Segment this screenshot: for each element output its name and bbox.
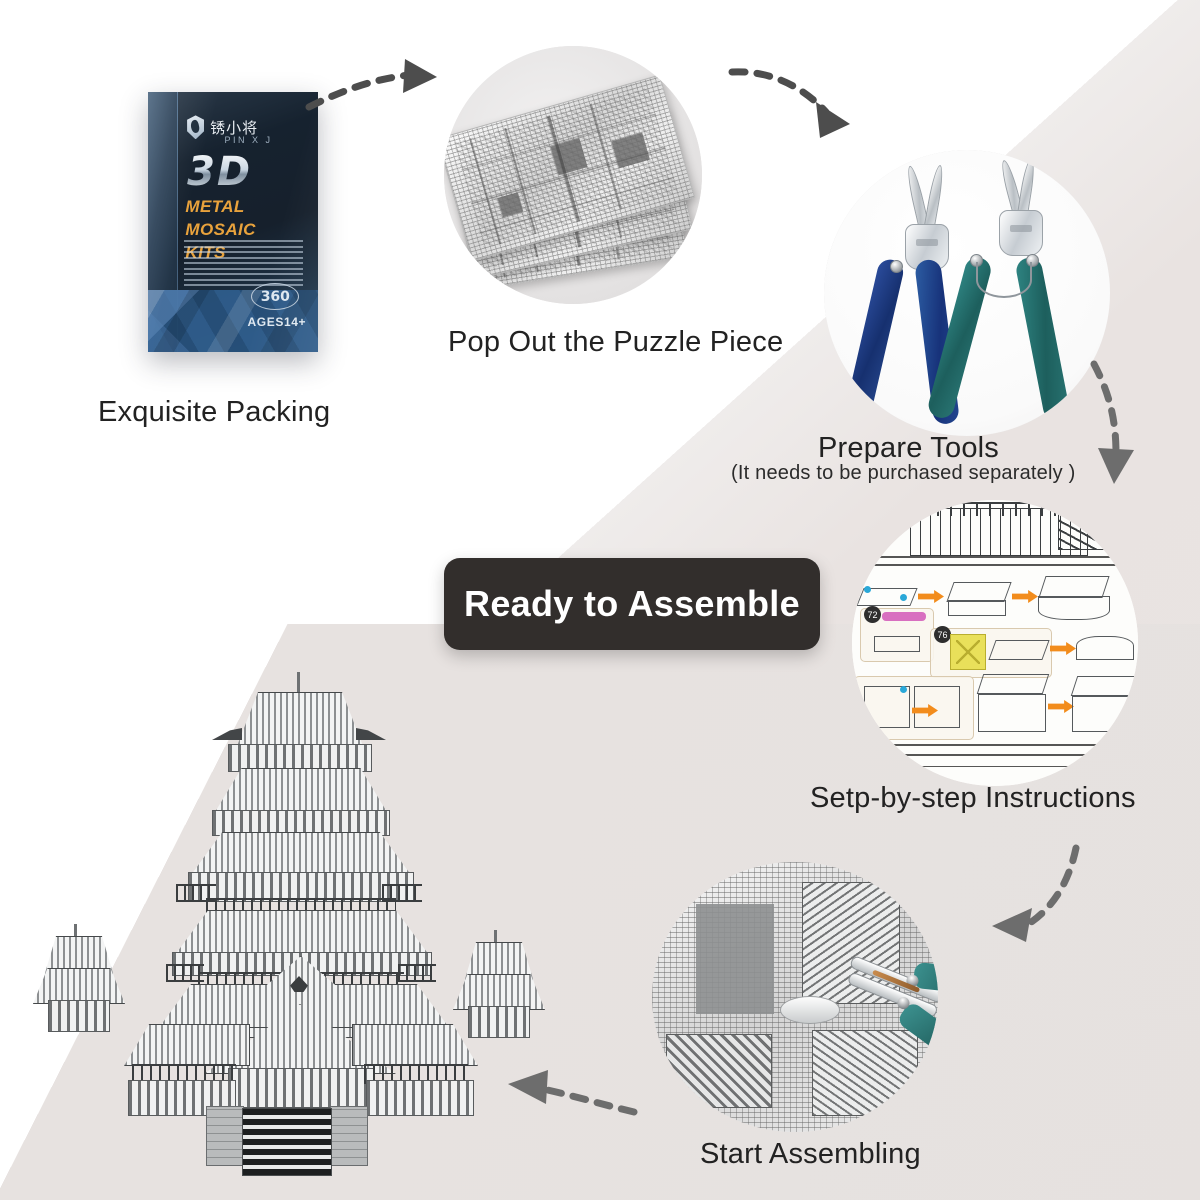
caption-exquisite-packing: Exquisite Packing (98, 396, 331, 428)
start-assembling-photo (652, 862, 938, 1132)
caption-prepare-tools: Prepare Tools (818, 432, 1000, 464)
punched-disc-piece (780, 996, 840, 1024)
instruction-badge-72: 72 (864, 606, 881, 623)
turret-left (30, 924, 126, 1036)
balcony-wing-left-4 (166, 964, 204, 982)
stone-wall-left (206, 1106, 244, 1166)
instruction-badge-76: 76 (934, 626, 951, 643)
arrow-popout-to-tools (728, 62, 858, 147)
pliers-spring (976, 262, 1032, 298)
instruction-stairs-sketch (1058, 514, 1118, 550)
box-multilingual-text-block (183, 240, 303, 290)
ready-to-assemble-badge: Ready to Assemble (444, 558, 820, 650)
brand-mark-icon (187, 115, 205, 140)
instruction-highlight-part (950, 634, 986, 670)
box-title-line-1: METAL MOSAIC (185, 197, 256, 239)
finished-pagoda-model (20, 672, 546, 1176)
arrow-tools-to-instructions (1082, 358, 1152, 498)
arrow-packing-to-popout (305, 55, 440, 115)
arrow-assembling-to-model (482, 1062, 642, 1132)
body-tier-1 (228, 744, 372, 772)
roof-tier-2 (213, 768, 389, 814)
balcony-wing-left-3 (176, 884, 216, 902)
box-headline-3d: 3D (187, 149, 253, 196)
wing-body-right (366, 1080, 474, 1116)
instruction-roof-sketch (898, 502, 1098, 516)
roof-finial (297, 672, 300, 694)
brand-name-en: PIN X J (224, 134, 273, 145)
balcony-wing-right-3 (382, 884, 422, 902)
caption-start-assembling: Start Assembling (700, 1138, 921, 1170)
wing-roof-left (124, 1024, 250, 1066)
sheet-piece-lower-right (812, 1030, 918, 1116)
pop-out-puzzle-photo (444, 46, 702, 304)
flush-cutter-pliers (925, 157, 1076, 423)
roof-tier-4 (174, 910, 430, 956)
piece-count-badge: 360 (251, 283, 300, 311)
caption-prepare-tools-note: (It needs to be purchased separately ) (731, 462, 1076, 484)
age-rating-label: AGES14+ (247, 314, 307, 329)
needle-nose-pliers (843, 164, 982, 426)
sheet-dark-panel (696, 904, 774, 1014)
brand-logo: 锈小将 (187, 115, 259, 140)
roof-tier-3 (190, 832, 412, 876)
stone-wall-right (330, 1106, 368, 1166)
prepare-tools-photo (824, 150, 1110, 436)
roof-tier-1 (237, 692, 363, 746)
product-package-box: 锈小将 PIN X J 3D METAL MOSAIC KITS 360 AGE… (148, 92, 318, 353)
arrow-instructions-to-assembling (980, 838, 1090, 958)
instructions-photo: 72 76 (852, 500, 1138, 786)
instruction-sheet: 72 76 (852, 500, 1138, 786)
caption-step-by-step-instructions: Setp-by-step Instructions (810, 782, 1136, 814)
caption-pop-out-puzzle-piece: Pop Out the Puzzle Piece (448, 326, 784, 358)
ready-to-assemble-label: Ready to Assemble (464, 583, 800, 624)
balcony-wing-right-4 (398, 964, 436, 982)
entrance-body (228, 1068, 374, 1108)
entrance-stairs (242, 1108, 332, 1176)
brand-name-cn: 锈小将 (210, 118, 259, 137)
sheet-piece-lower-left (666, 1034, 772, 1108)
wing-roof-right (352, 1024, 478, 1066)
turret-right (450, 930, 546, 1042)
